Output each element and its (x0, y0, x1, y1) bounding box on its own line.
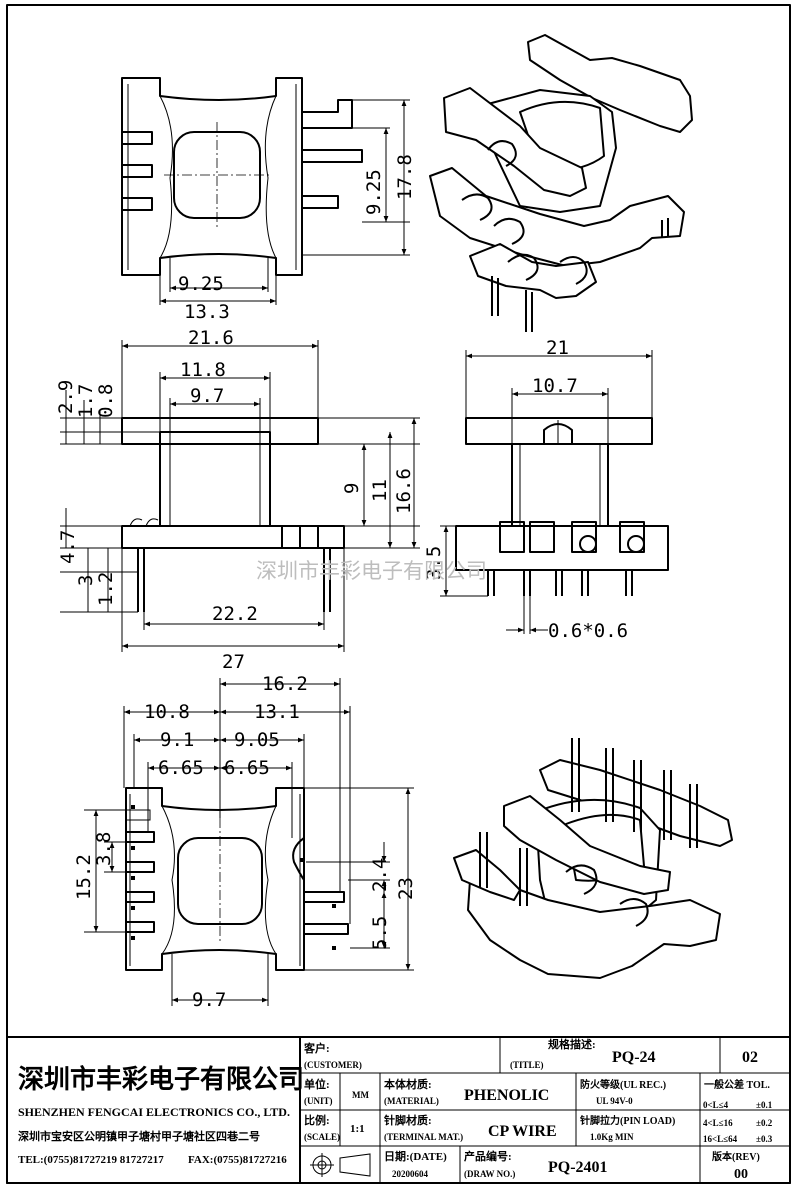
sheet-number: 02 (742, 1049, 758, 1066)
side-dim-2: 10.7 (532, 375, 578, 397)
bottom-dim-9: 3.8 (93, 832, 115, 866)
unit-label-en: (UNIT) (304, 1096, 333, 1106)
top-view: 9.25 13.3 9.25 17.8 (121, 77, 416, 323)
front-dim-9: 16.6 (393, 468, 415, 514)
material-label: 本体材质: (384, 1077, 432, 1091)
scale-label-en: (SCALE) (304, 1132, 340, 1142)
tolerance-label: 一般公差 TOL. (704, 1078, 770, 1091)
tol-range-1: 0<L≤4 (703, 1100, 729, 1110)
material-value: PHENOLIC (464, 1087, 549, 1104)
bottom-view: 16.2 10.8 13.1 9.1 9.05 6.65 6.65 15.2 3… (73, 673, 417, 1011)
company-tel: TEL:(0755)81727219 81727217 (18, 1154, 164, 1166)
company-name-cn: 深圳市丰彩电子有限公司 (18, 1064, 304, 1094)
bottom-dim-1: 16.2 (262, 673, 308, 695)
front-dim-4: 2.9 (55, 380, 77, 414)
front-dim-14: 27 (222, 651, 245, 673)
front-dim-13: 22.2 (212, 603, 258, 625)
tol-range-2: 4<L≤16 (703, 1118, 733, 1128)
front-dim-5: 1.7 (75, 384, 97, 418)
projection-symbol-icon (310, 1153, 371, 1177)
side-view: 21 10.7 3.5 0.6*0.6 (423, 337, 669, 642)
bottom-dim-7: 6.65 (224, 757, 270, 779)
terminal-value: CP WIRE (488, 1123, 557, 1140)
tol-range-3: 16<L≤64 (703, 1134, 738, 1144)
tol-value-2: ±0.2 (756, 1118, 773, 1128)
bottom-dim-8: 15.2 (73, 854, 95, 900)
bottom-dim-5: 9.05 (234, 729, 280, 751)
draw-no-value: PQ-2401 (548, 1159, 608, 1176)
front-dim-1: 21.6 (188, 327, 234, 349)
front-dim-6: 0.8 (95, 384, 117, 418)
watermark: 深圳市丰彩电子有限公司 (256, 559, 487, 583)
unit-label: 单位: (304, 1077, 330, 1091)
unit-value: MM (352, 1090, 369, 1100)
scale-label: 比例: (304, 1113, 330, 1127)
front-dim-8: 11 (369, 479, 391, 502)
customer-label: 客户: (303, 1041, 330, 1055)
title-block: 深圳市丰彩电子有限公司 SHENZHEN FENGCAI ELECTRONICS… (6, 1036, 791, 1184)
front-dim-12: 1.2 (95, 572, 117, 606)
date-label: 日期:(DATE) (384, 1149, 447, 1163)
tol-value-1: ±0.1 (756, 1100, 773, 1110)
top-dim-3: 9.25 (363, 169, 385, 215)
side-dim-1: 21 (546, 337, 569, 359)
front-dim-2: 11.8 (180, 359, 226, 381)
iso-view-top (429, 34, 693, 332)
title-label-en: (TITLE) (510, 1060, 544, 1070)
bottom-dim-4: 9.1 (160, 729, 194, 751)
front-dim-3: 9.7 (190, 385, 224, 407)
company-address: 深圳市宝安区公明镇甲子塘村甲子塘社区四巷二号 (18, 1129, 260, 1143)
bottom-dim-3: 13.1 (254, 701, 300, 723)
customer-label-en: (CUSTOMER) (304, 1060, 362, 1070)
title-label: 规格描述: (548, 1037, 596, 1051)
bottom-dim-10: 2.4 (369, 858, 391, 892)
front-dim-11: 3 (75, 575, 97, 586)
side-dim-3: 3.5 (423, 546, 445, 580)
draw-no-label: 产品编号: (464, 1149, 512, 1163)
material-label-en: (MATERIAL) (384, 1096, 439, 1106)
iso-view-bottom (453, 738, 733, 979)
title-value: PQ-24 (612, 1049, 656, 1066)
pin-load-label: 针脚拉力(PIN LOAD) (580, 1114, 675, 1127)
pin-load-value: 1.0Kg MIN (590, 1132, 634, 1142)
scale-value: 1:1 (350, 1123, 365, 1135)
bottom-dim-12: 23 (395, 877, 417, 900)
tol-value-3: ±0.3 (756, 1134, 773, 1144)
revision-label: 版本(REV) (712, 1150, 760, 1163)
bottom-dim-6: 6.65 (158, 757, 204, 779)
top-dim-2: 13.3 (184, 301, 230, 323)
terminal-label: 针脚材质: (384, 1113, 432, 1127)
bottom-dim-2: 10.8 (144, 701, 190, 723)
top-dim-1: 9.25 (178, 273, 224, 295)
side-dim-4: 0.6*0.6 (548, 620, 628, 642)
bottom-dim-13: 9.7 (192, 989, 226, 1011)
terminal-label-en: (TERMINAL MAT.) (384, 1132, 463, 1142)
front-dim-7: 9 (341, 483, 363, 494)
company-fax: FAX:(0755)81727216 (188, 1154, 287, 1166)
company-name-en: SHENZHEN FENGCAI ELECTRONICS CO., LTD. (18, 1105, 290, 1119)
top-dim-4: 17.8 (394, 154, 416, 200)
revision-value: 00 (734, 1167, 748, 1182)
front-dim-10: 4.7 (57, 530, 79, 564)
ul-value: UL 94V-0 (596, 1096, 633, 1106)
draw-no-label-en: (DRAW NO.) (464, 1169, 515, 1179)
date-value: 20200604 (392, 1169, 429, 1179)
front-view: 21.6 11.8 9.7 2.9 1.7 0.8 9 11 16.6 4.7 … (55, 327, 420, 673)
ul-label: 防火等级(UL REC.) (580, 1078, 666, 1091)
bottom-dim-11: 5.5 (369, 916, 391, 950)
